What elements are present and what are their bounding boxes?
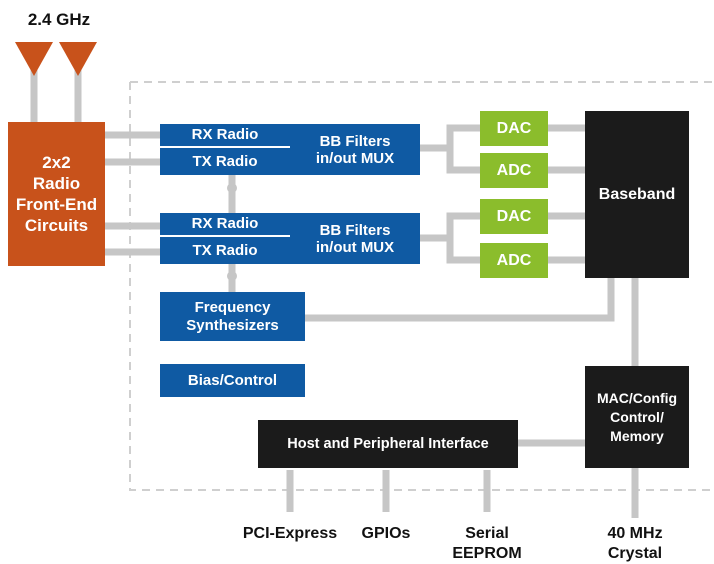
bb-filters-line: BB Filters	[319, 132, 391, 150]
radio-chain-1	[160, 124, 420, 175]
serial-eeprom-line: Serial	[465, 525, 509, 542]
frequency-synthesizers-block: Frequency Synthesizers	[160, 292, 305, 341]
rx-radio-1: RX Radio	[160, 124, 290, 148]
bb-filters-line: in/out MUX	[315, 238, 395, 256]
front-end-line: Front-End	[15, 195, 98, 214]
tx-radio-2: TX Radio	[192, 242, 258, 259]
serial-eeprom-label: Serial EEPROM	[440, 524, 534, 564]
bias-control-block: Bias/Control	[160, 364, 305, 397]
frequency-label: 2.4 GHz	[27, 10, 91, 29]
dac-block-1: DAC	[480, 111, 548, 146]
adc-block-1: ADC	[480, 153, 548, 188]
adc-block-2: ADC	[480, 243, 548, 278]
mac-config-block: MAC/Config Control/ Memory	[585, 366, 689, 468]
tx-radio-1: TX Radio	[192, 153, 258, 170]
gpios-label: GPIOs	[361, 525, 411, 542]
antenna-icon	[59, 42, 97, 76]
front-end-line: Radio	[32, 174, 81, 193]
antenna-icon	[15, 42, 53, 76]
mac-line: Control/	[610, 408, 664, 425]
chip-boundary	[129, 81, 714, 491]
mac-line: MAC/Config	[596, 389, 678, 406]
crystal-line: 40 MHz	[607, 525, 663, 542]
serial-eeprom-line: EEPROM	[452, 545, 522, 562]
crystal-label: 40 MHz Crystal	[590, 524, 680, 564]
bb-filters-line: BB Filters	[319, 221, 391, 239]
bb-filters-2: BB Filters in/out MUX	[290, 213, 420, 264]
host-peripheral-interface-block: Host and Peripheral Interface	[258, 420, 518, 468]
dac-block-2: DAC	[480, 199, 548, 234]
front-end-line: Circuits	[24, 216, 89, 235]
pci-express-label: PCI-Express	[242, 525, 338, 542]
radio-chain-2	[160, 213, 420, 264]
synth-line: Frequency	[194, 298, 271, 316]
rx-radio-2: RX Radio	[160, 213, 290, 237]
front-end-line: 2x2	[42, 153, 71, 172]
radio-front-end-block: 2x2 Radio Front-End Circuits	[8, 122, 105, 266]
bb-filters-line: in/out MUX	[315, 149, 395, 167]
synth-line: Synthesizers	[186, 316, 279, 334]
crystal-line: Crystal	[607, 545, 663, 562]
bb-filters-1: BB Filters in/out MUX	[290, 124, 420, 175]
baseband-block: Baseband	[585, 111, 689, 278]
mac-line: Memory	[610, 427, 664, 444]
